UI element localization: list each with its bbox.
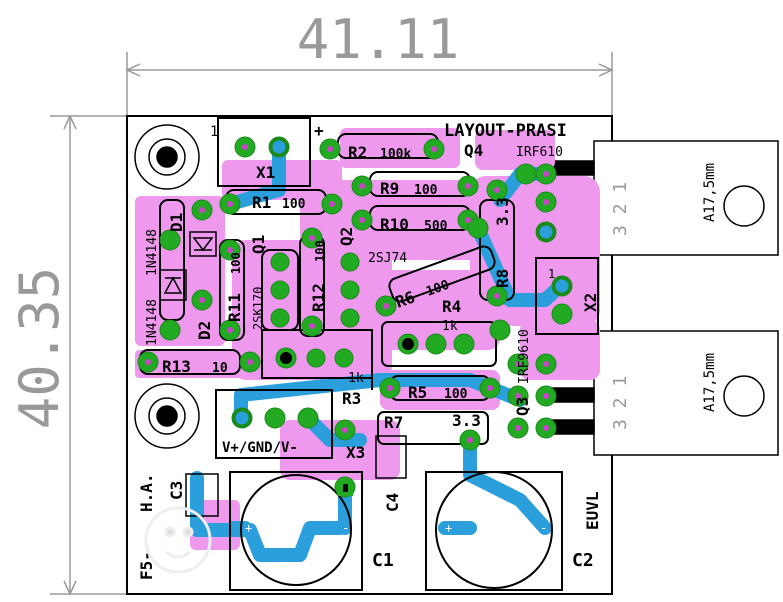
r7-value: 3.3 [452,411,481,430]
r1-value: 100 [282,197,306,212]
capacitor-c2 [425,471,563,591]
d2-label: D2 [195,321,214,340]
f5-label: F5- [137,551,156,580]
r2-label: R2 [348,143,367,162]
title-label: LAYOUT-PRASI [444,121,567,141]
r10-label: R10 [380,215,409,234]
r2-value: 100k [380,147,411,162]
r8-value: 3.3 [493,197,512,226]
r12-value: 100 [313,240,327,262]
q4-label: Q4 [464,141,483,160]
c2-minus: - [540,521,547,535]
c1-plus: + [245,521,252,535]
r8-label: R8 [493,269,512,288]
one-bottom-label: 1 [548,267,555,281]
r11-label: R11 [225,293,244,322]
one-top-label: 1 [210,124,218,140]
black-pads [280,338,414,496]
q2-label: Q2 [337,227,356,246]
q3-label: Q3 [513,397,532,416]
x3-value: V+/GND/V- [222,440,298,456]
r4-label: R4 [442,297,461,316]
q1-label: Q1 [249,235,268,254]
width-dimension: 41.11 [297,8,460,71]
c4-label: C4 [383,493,402,512]
x3-label: X3 [346,443,365,462]
r1-label: R1 [252,193,271,212]
euvl-label: EUVL [583,491,602,530]
c2-plus: + [445,521,452,535]
diode-symbols [159,231,217,301]
q1-value: 2SK170 [251,287,265,330]
r9-label: R9 [380,179,399,198]
r5-value: 100 [444,387,468,402]
plus-label: + [314,121,324,140]
q2-value: 2SJ74 [368,251,407,266]
c2-label: C2 [572,550,594,571]
ha-label: H.A. [137,473,156,512]
r10-value: 500 [424,219,448,234]
q4-value: IRF610 [516,145,563,160]
capacitor-c1 [229,471,363,591]
r11-value: 100 [229,252,243,274]
blue-pads [232,137,572,428]
c1-label: C1 [372,550,394,571]
mounting-hole-top [134,124,200,190]
r7-label: R7 [384,413,403,432]
r3-label: R3 [342,389,361,408]
c1-minus: - [342,521,349,535]
lion-logo-icon [144,506,212,574]
r5-label: R5 [408,383,427,402]
mounting-hole-bottom [134,383,200,449]
r4-value: 1k [442,319,458,334]
capacitor-c4 [375,435,407,479]
r13-value: 10 [212,361,228,376]
capacitor-c3 [185,473,219,517]
q3-value: IRF9610 [517,329,532,384]
heatsink-bottom-label: A17,5mm [702,353,718,412]
x1-label: X1 [256,163,275,182]
pads [137,136,573,498]
r13-label: R13 [162,357,191,376]
r3-value: 1k [348,371,364,386]
heatsink-bottom-pins: 3 2 1 [610,376,631,430]
r12-label: R12 [309,283,328,312]
d2-value: 1N4148 [145,299,160,346]
pad-holes [145,144,549,443]
heatsink-top-pins: 3 2 1 [610,182,631,236]
x2-label: X2 [581,293,600,312]
d1-label: D1 [167,213,186,232]
c3-label: C3 [167,481,186,500]
heatsink-top-label: A17,5mm [702,163,718,222]
r9-value: 100 [414,183,438,198]
d1-value: 1N4148 [145,229,160,276]
height-dimension: 40.35 [8,267,71,430]
dimension-annotations [50,52,614,596]
